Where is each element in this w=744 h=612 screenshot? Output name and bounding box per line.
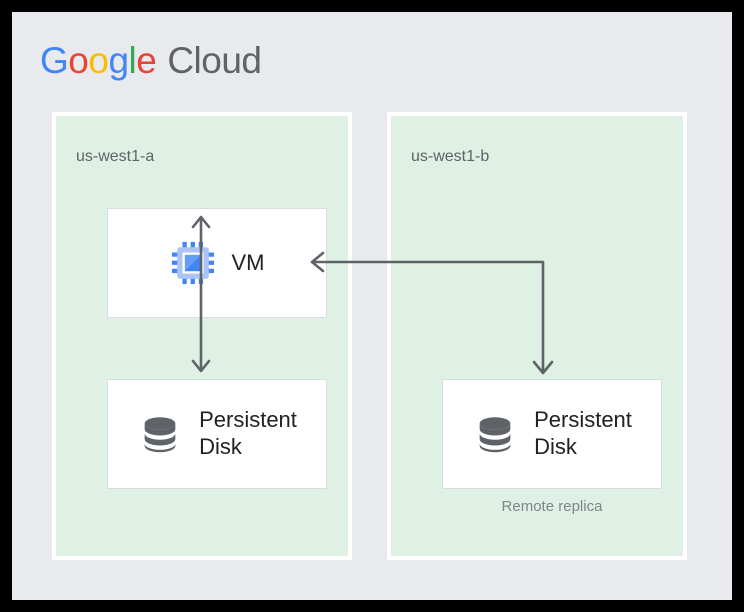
zone-panel-us-west1-b: us-west1-b Persistent Disk Remote replic… [387, 112, 687, 560]
resource-label-persistent-disk-primary: Persistent Disk [199, 407, 297, 459]
resource-card-persistent-disk-replica[interactable]: Persistent Disk [442, 379, 662, 489]
logo-letter-e-red: e [136, 40, 157, 81]
resource-card-vm[interactable]: VM [107, 208, 327, 318]
zone-panel-us-west1-a: us-west1-a [52, 112, 352, 560]
caption-remote-replica: Remote replica [501, 498, 603, 515]
persistent-disk-icon [479, 417, 511, 453]
zone-label-us-west1-a: us-west1-a [76, 148, 155, 165]
logo-letter-o-yellow: o [88, 40, 109, 81]
logo-letter-l-green: l [128, 40, 137, 81]
resource-card-persistent-disk-primary[interactable]: Persistent Disk [107, 379, 327, 489]
logo-letter-g-blue: G [40, 40, 69, 81]
persistent-disk-icon [144, 417, 176, 453]
vm-chip-icon [171, 241, 214, 285]
resource-label-vm: VM [231, 249, 265, 275]
zone-label-us-west1-b: us-west1-b [411, 148, 490, 165]
logo-word-cloud: Cloud [167, 40, 262, 81]
logo-letter-o-red: o [68, 40, 89, 81]
logo-letter-g-blue-2: g [108, 40, 129, 81]
resource-label-persistent-disk-replica: Persistent Disk [534, 407, 632, 459]
